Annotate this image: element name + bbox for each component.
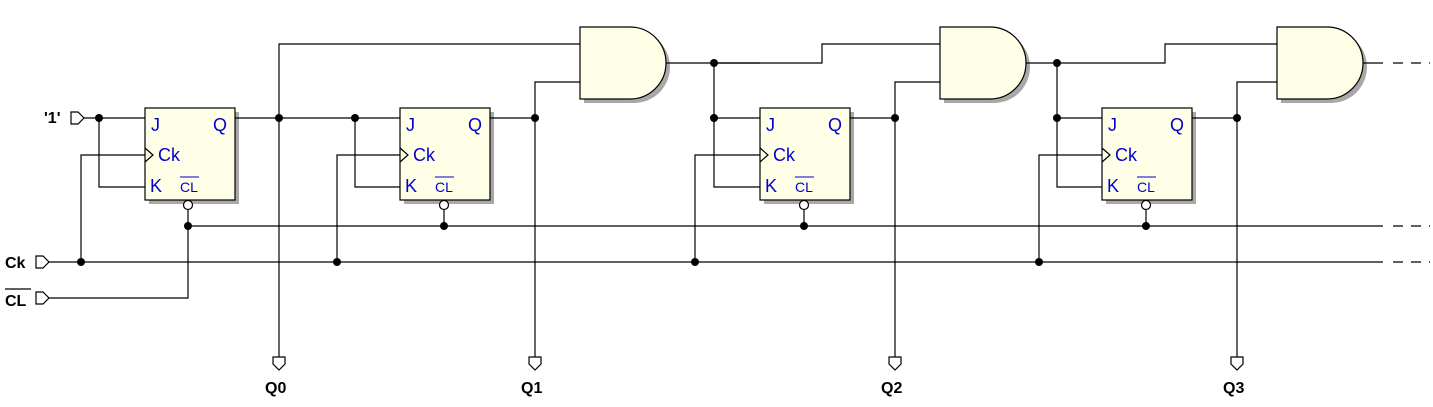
junction [351, 114, 359, 122]
input-arrow-icon [35, 291, 50, 305]
input-one-label: '1' [44, 110, 61, 127]
clock-triangle-icon [144, 147, 154, 163]
pin-q-label: Q [828, 115, 842, 135]
pin-cl-label: CL [180, 179, 198, 195]
output-arrow-icon [528, 356, 542, 371]
input-arrow-icon [70, 111, 85, 125]
output-port-q2: Q2 [881, 356, 902, 397]
and-gate-2 [939, 26, 1030, 103]
junction [800, 222, 808, 230]
output-q0-label: Q0 [265, 380, 286, 397]
pin-k-label: K [405, 176, 417, 196]
junction [1035, 258, 1043, 266]
junction [184, 222, 192, 230]
junction [95, 114, 103, 122]
output-q3-label: Q3 [1223, 380, 1244, 397]
pin-j-label: J [406, 115, 415, 135]
and-gate-3 [1276, 26, 1367, 103]
jk-flipflop-2: J Q Ck K CL [759, 107, 854, 211]
jk-flipflop-1: J Q Ck K CL [399, 107, 494, 211]
pin-ck-label: Ck [773, 145, 796, 165]
input-port-clear: CL [5, 288, 50, 310]
clear-bubble-icon [1140, 199, 1152, 211]
output-q2-label: Q2 [881, 380, 902, 397]
q1-to-and1-wire [534, 81, 580, 357]
pin-cl-label: CL [435, 179, 453, 195]
junction [1233, 114, 1241, 122]
pin-q-label: Q [1170, 115, 1184, 135]
and2-to-k3-wire [1056, 63, 1102, 188]
pin-q-label: Q [468, 115, 482, 135]
clock-to-ff0-wire [80, 154, 145, 262]
junction [333, 258, 341, 266]
q0-to-and1-wire [278, 43, 580, 357]
and1-to-k2-wire [713, 63, 760, 188]
and2-to-and3-wire [1057, 43, 1277, 64]
junction [531, 114, 539, 122]
output-arrow-icon [272, 356, 286, 371]
output-arrow-icon [1230, 356, 1244, 371]
clock-triangle-icon [759, 147, 769, 163]
q3-to-and3-wire [1236, 81, 1277, 357]
junction [77, 258, 85, 266]
clear-input-wire [49, 208, 189, 299]
pin-cl-label: CL [1137, 179, 1155, 195]
and-gate-1 [579, 26, 670, 103]
one-to-k0-wire [98, 118, 145, 188]
clock-to-ff3-wire [1038, 154, 1102, 262]
pin-ck-label: Ck [158, 145, 181, 165]
output-port-q0: Q0 [265, 356, 286, 397]
and1-to-and2-wire [714, 43, 940, 64]
junction [710, 114, 718, 122]
clock-to-ff1-wire [336, 154, 400, 262]
pin-q-label: Q [213, 115, 227, 135]
pin-k-label: K [1107, 176, 1119, 196]
output-port-q1: Q1 [521, 356, 542, 397]
output-arrow-icon [888, 356, 902, 371]
clear-bubble-icon [438, 199, 450, 211]
junction [275, 114, 283, 122]
q0-to-k1-wire [354, 118, 400, 188]
junction [1053, 114, 1061, 122]
pin-cl-label: CL [795, 179, 813, 195]
output-port-q3: Q3 [1223, 356, 1244, 397]
clear-bubble-icon [182, 199, 194, 211]
input-port-one: '1' [44, 110, 85, 127]
jk-flipflop-3: J Q Ck K CL [1101, 107, 1196, 211]
q2-to-and2-wire [894, 81, 940, 357]
pin-ck-label: Ck [1115, 145, 1138, 165]
junction [440, 222, 448, 230]
clear-bubble-icon [798, 199, 810, 211]
jk-flipflop-0: J Q Ck K CL [144, 107, 239, 211]
clock-triangle-icon [399, 147, 409, 163]
pin-j-label: J [151, 115, 160, 135]
input-clear-label: CL [5, 293, 27, 310]
input-port-clock: Ck [5, 255, 50, 272]
pin-k-label: K [150, 176, 162, 196]
junction [691, 258, 699, 266]
pin-j-label: J [766, 115, 775, 135]
clock-triangle-icon [1101, 147, 1111, 163]
junction [891, 114, 899, 122]
input-clock-label: Ck [5, 255, 26, 272]
pin-j-label: J [1108, 115, 1117, 135]
clock-to-ff2-wire [694, 154, 760, 262]
output-q1-label: Q1 [521, 380, 542, 397]
input-arrow-icon [35, 255, 50, 269]
pin-ck-label: Ck [413, 145, 436, 165]
pin-k-label: K [765, 176, 777, 196]
junction [1142, 222, 1150, 230]
